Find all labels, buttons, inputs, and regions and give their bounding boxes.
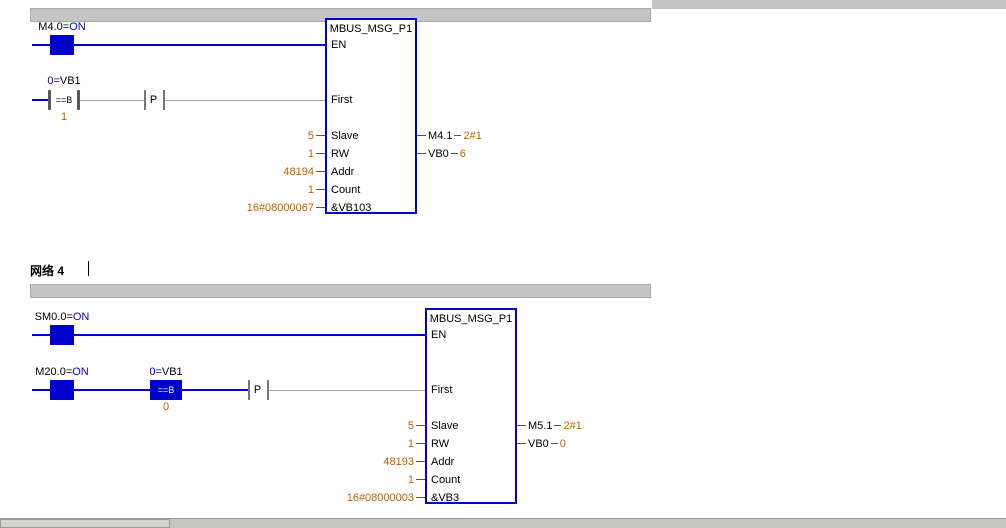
scrollbar-thumb[interactable] bbox=[0, 519, 170, 528]
compare-constant[interactable]: 0 bbox=[162, 401, 170, 413]
edge-contact-bar bbox=[248, 380, 250, 400]
pin-addr-operand[interactable]: 48194 bbox=[283, 166, 314, 178]
wire bbox=[32, 334, 50, 336]
edge-contact-bar bbox=[163, 90, 165, 110]
block-title: MBUS_MSG_P1 bbox=[329, 23, 413, 35]
compare-contact-bar bbox=[48, 90, 51, 110]
compare-contact-vb1[interactable]: ==B bbox=[150, 380, 182, 400]
wire bbox=[32, 99, 48, 101]
pin-tick bbox=[416, 443, 425, 444]
compare-contact-vb1[interactable]: ==B bbox=[55, 95, 73, 105]
pin-addr-label: Addr bbox=[431, 456, 455, 468]
compare-contact-label[interactable]: 0=VB1 bbox=[47, 75, 81, 87]
pin-count-label: Count bbox=[331, 184, 361, 196]
normally-open-contact-m20-0[interactable] bbox=[50, 380, 74, 400]
pin-rw-operand[interactable]: 1 bbox=[407, 438, 414, 450]
normally-open-contact-m4-0[interactable] bbox=[50, 35, 74, 55]
positive-edge-contact[interactable]: P bbox=[149, 94, 158, 106]
value-separator bbox=[554, 425, 562, 426]
pin-first-label: First bbox=[431, 384, 453, 396]
pin-rw-label: RW bbox=[331, 148, 350, 160]
compare-constant[interactable]: 1 bbox=[60, 111, 68, 123]
pin-tick bbox=[316, 207, 325, 208]
pin-first-label: First bbox=[331, 94, 353, 106]
pin-tick bbox=[416, 425, 425, 426]
value-separator bbox=[454, 135, 462, 136]
contact-m4-0-label[interactable]: M4.0=ON bbox=[38, 21, 86, 33]
top-right-panel-fragment bbox=[652, 0, 1006, 9]
wire bbox=[269, 390, 425, 391]
wire bbox=[182, 389, 248, 391]
wire bbox=[80, 100, 144, 101]
value-separator bbox=[450, 153, 458, 154]
pin-tick bbox=[517, 443, 526, 444]
pin-tick bbox=[416, 461, 425, 462]
pin-en-label: EN bbox=[431, 329, 447, 341]
pin-slave-operand[interactable]: 5 bbox=[307, 130, 314, 142]
wire bbox=[74, 44, 325, 46]
pin-tick bbox=[417, 153, 426, 154]
pin-count-operand[interactable]: 1 bbox=[407, 474, 414, 486]
horizontal-scrollbar[interactable] bbox=[0, 518, 1006, 528]
compare-contact-label[interactable]: 0=VB1 bbox=[149, 366, 183, 378]
pin-dataptr-operand[interactable]: 16#08000067 bbox=[246, 202, 314, 214]
network-4-comment-bar[interactable] bbox=[30, 284, 651, 298]
pin-tick bbox=[416, 479, 425, 480]
wire bbox=[32, 389, 50, 391]
pin-count-operand[interactable]: 1 bbox=[307, 184, 314, 196]
block-title: MBUS_MSG_P1 bbox=[429, 313, 513, 325]
pin-dataptr-label: &VB103 bbox=[331, 202, 372, 214]
pin-tick bbox=[316, 171, 325, 172]
positive-edge-contact[interactable]: P bbox=[253, 384, 262, 396]
pin-tick bbox=[417, 135, 426, 136]
text-cursor bbox=[88, 261, 89, 276]
wire bbox=[32, 44, 50, 46]
pin-tick bbox=[316, 135, 325, 136]
pin-tick bbox=[517, 425, 526, 426]
value-separator bbox=[550, 443, 558, 444]
pin-rw-operand[interactable]: 1 bbox=[307, 148, 314, 160]
pin-slave-operand[interactable]: 5 bbox=[407, 420, 414, 432]
contact-m20-0-label[interactable]: M20.0=ON bbox=[35, 366, 89, 378]
function-block-mbus-msg-p1-net4[interactable]: MBUS_MSG_P1 EN First Slave RW Addr Count… bbox=[425, 308, 517, 504]
normally-open-contact-sm0-0[interactable] bbox=[50, 325, 74, 345]
pin-slave-label: Slave bbox=[431, 420, 459, 432]
pin-addr-label: Addr bbox=[331, 166, 355, 178]
pin-slave-label: Slave bbox=[331, 130, 359, 142]
pin-en-label: EN bbox=[331, 39, 347, 51]
compare-contact-bar bbox=[77, 90, 80, 110]
edge-contact-bar bbox=[144, 90, 146, 110]
pin-addr-operand[interactable]: 48193 bbox=[383, 456, 414, 468]
wire bbox=[74, 334, 425, 336]
pin-tick bbox=[316, 189, 325, 190]
pin-dataptr-label: &VB3 bbox=[431, 492, 460, 504]
contact-sm0-0-label[interactable]: SM0.0=ON bbox=[34, 311, 90, 323]
pin-tick bbox=[416, 497, 425, 498]
function-block-mbus-msg-p1-net3[interactable]: MBUS_MSG_P1 EN First Slave RW Addr Count… bbox=[325, 18, 417, 214]
edge-contact-bar bbox=[267, 380, 269, 400]
pin-rw-label: RW bbox=[431, 438, 450, 450]
pin-tick bbox=[316, 153, 325, 154]
wire bbox=[165, 100, 325, 101]
wire bbox=[74, 389, 150, 391]
network-4-title[interactable]: 网络 4 bbox=[30, 264, 65, 278]
pin-count-label: Count bbox=[431, 474, 461, 486]
pin-dataptr-operand[interactable]: 16#08000003 bbox=[346, 492, 414, 504]
